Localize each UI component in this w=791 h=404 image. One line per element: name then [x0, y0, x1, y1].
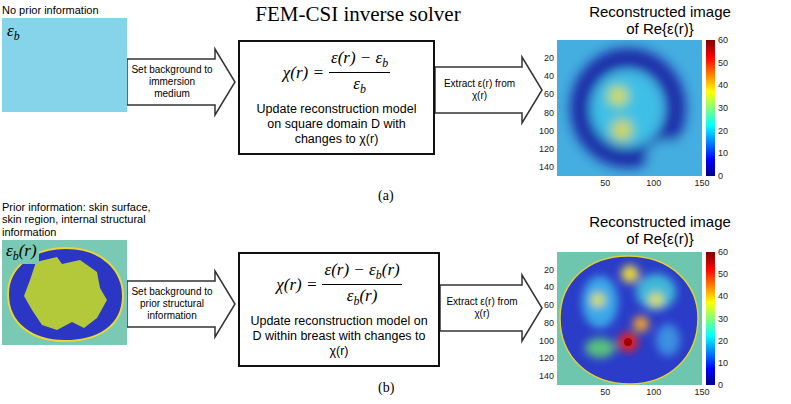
axis-tick: 140	[532, 371, 554, 381]
axis-tick: 40	[718, 80, 728, 90]
axis-tick: 100	[642, 387, 666, 397]
fraction: ε(r) − εb(r)εb(r)	[322, 260, 401, 310]
image-heading: Reconstructed image of Re{ε(r)}	[585, 3, 735, 37]
reconstruction-image-b	[582, 265, 680, 358]
arrow-label: Extract ε(r) from χ(r)	[439, 78, 520, 102]
block-arrow	[435, 57, 542, 123]
numerator: ε(r) − εb(r)	[322, 260, 401, 285]
arrow-label: Set background to immersion medium	[131, 64, 213, 100]
axis-tick: 50	[593, 387, 617, 397]
axis-tick: 60	[532, 300, 554, 310]
green-patch	[585, 338, 615, 358]
colorbar	[706, 252, 715, 385]
yellow-blob	[591, 293, 605, 307]
cyan-patch	[636, 274, 676, 310]
axis-tick: 100	[532, 336, 554, 346]
input-image: Prior information: skin surface, skin re…	[2, 240, 127, 345]
axis-tick: 10	[718, 358, 728, 368]
axis-tick: 0	[718, 171, 723, 181]
colorbar	[706, 40, 715, 176]
axis-tick: 80	[532, 318, 554, 328]
axis-tick: 40	[532, 71, 554, 81]
yellow-blob	[615, 123, 629, 137]
immersion-ground	[2, 240, 127, 345]
result-image: Reconstructed image of Re{ε(r)}	[545, 212, 745, 402]
symbol-label: εb(r)	[4, 241, 39, 264]
axis-tick: 20	[532, 53, 554, 63]
diagram-title: FEM-CSI inverse solver	[238, 2, 478, 26]
axis-tick: 10	[718, 148, 728, 158]
inner-region	[592, 73, 660, 147]
image-ground	[557, 40, 702, 176]
axis-tick: 150	[690, 387, 714, 397]
input-image: No prior informationεb	[2, 18, 127, 112]
box-text: Update reconstruction model on square do…	[248, 102, 425, 147]
process-box: χ(r) =ε(r) − εb(r)εb(r)Update reconstruc…	[238, 252, 440, 367]
skin-outline	[560, 256, 698, 384]
green-halo	[606, 84, 630, 108]
axis-tick: 50	[718, 269, 728, 279]
axis-tick: 0	[718, 380, 723, 390]
ring-gap	[646, 140, 690, 172]
panel-label: (b)	[378, 380, 394, 396]
axis-tick: 20	[532, 265, 554, 275]
axis-tick: 60	[718, 35, 728, 45]
axis-tick: 120	[532, 144, 554, 154]
breast-region	[560, 256, 698, 384]
process-box: χ(r) =ε(r) − εbεbUpdate reconstruction m…	[238, 40, 435, 155]
yellow-blob	[621, 265, 639, 283]
axis-tick: 80	[532, 108, 554, 118]
axis-tick: 60	[718, 247, 728, 257]
arrow-label: Set background to prior structural infor…	[131, 286, 213, 322]
red-core	[624, 338, 632, 346]
axis-tick: 100	[532, 126, 554, 136]
axis-tick: 40	[532, 282, 554, 292]
image-heading: Reconstructed image of Re{ε(r)}	[585, 213, 735, 247]
box-text: Update reconstruction model on D within …	[248, 314, 430, 359]
axis-tick: 30	[718, 314, 728, 324]
orange-blob	[633, 316, 649, 332]
result-image: Reconstructed image of Re{ε(r)}	[545, 2, 745, 198]
denominator: εb	[351, 73, 368, 97]
image-heading: Prior information: skin surface, skin re…	[2, 201, 157, 239]
denominator: εb(r)	[345, 285, 380, 309]
internal-structure	[24, 257, 107, 330]
block-arrow	[440, 275, 542, 341]
fraction: ε(r) − εbεb	[329, 48, 390, 98]
block-arrow	[127, 49, 235, 115]
red-blob	[618, 332, 638, 352]
formula-lhs: χ(r) =	[283, 63, 324, 83]
axis-tick: 120	[532, 353, 554, 363]
yellow-blob	[649, 293, 663, 307]
green-halo	[610, 118, 634, 142]
axis-tick: 20	[718, 126, 728, 136]
formula-lhs: χ(r) =	[276, 275, 317, 295]
formula: χ(r) =ε(r) − εbεb	[283, 48, 390, 98]
symbol-label: εb	[7, 21, 20, 44]
axis-tick: 50	[718, 58, 728, 68]
image-ground	[557, 252, 702, 385]
formula: χ(r) =ε(r) − εb(r)εb(r)	[276, 260, 401, 310]
axis-tick: 50	[593, 178, 617, 188]
reconstruction-image-a	[557, 40, 702, 176]
axis-tick: 100	[642, 178, 666, 188]
numerator: ε(r) − εb	[329, 48, 390, 73]
axis-tick: 40	[718, 291, 728, 301]
yellow-blob	[611, 89, 625, 103]
cyan-patch	[656, 324, 680, 356]
panel-label: (a)	[378, 188, 394, 204]
axis-tick: 140	[532, 162, 554, 172]
arrow-label: Extract ε(r) from χ(r)	[444, 296, 520, 320]
axis-tick: 60	[532, 89, 554, 99]
block-arrow	[127, 271, 235, 337]
cyan-patch	[582, 276, 618, 328]
image-heading: No prior information	[2, 4, 99, 17]
axis-tick: 30	[718, 103, 728, 113]
axis-tick: 20	[718, 336, 728, 346]
axis-tick: 150	[690, 178, 714, 188]
